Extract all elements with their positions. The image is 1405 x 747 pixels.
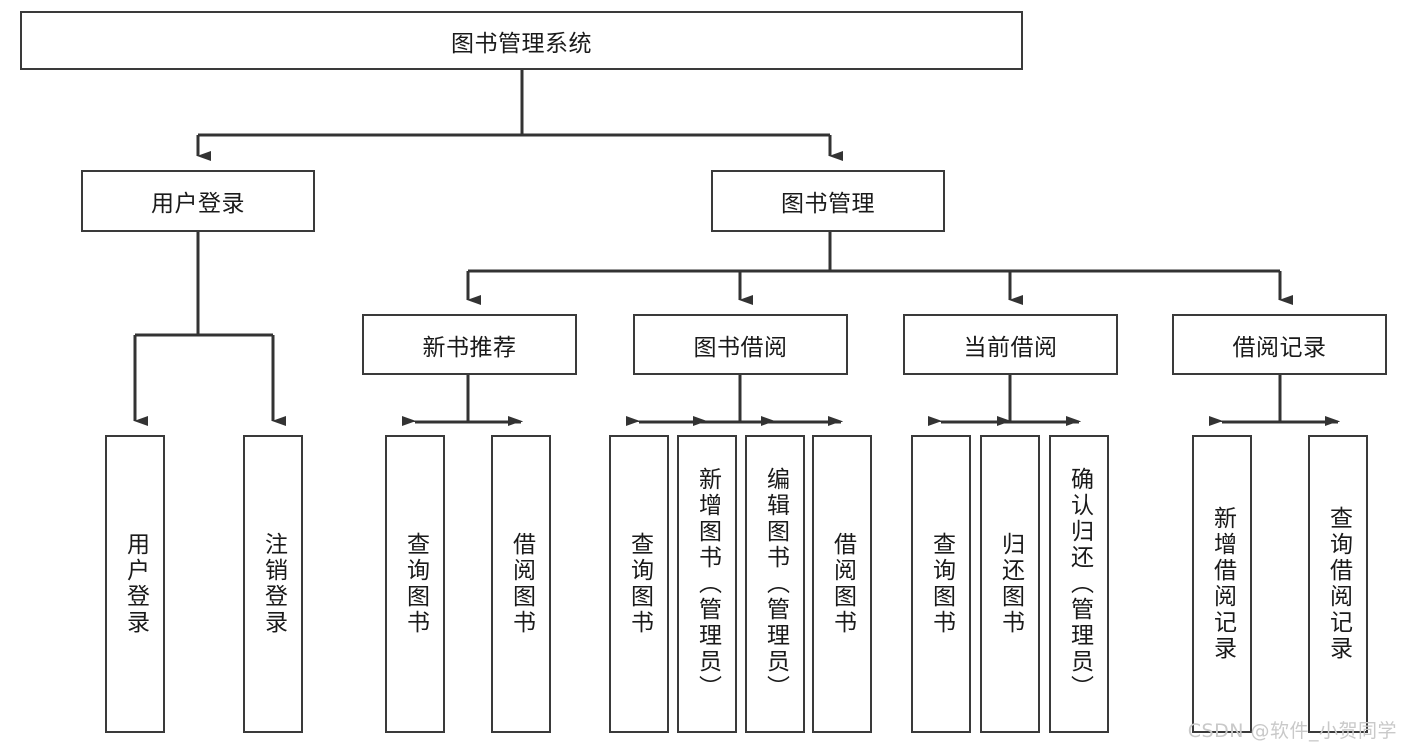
node-book-management[interactable]: 图书管理 (711, 170, 945, 232)
node-leaf-user-login[interactable]: 用户登录 (105, 435, 165, 733)
node-book-management-label: 图书管理 (781, 191, 875, 217)
node-leaf-add-record-label: 新增借阅记录 (1209, 506, 1236, 662)
node-leaf-add-book-label: 新增图书（管理员） (694, 467, 721, 701)
node-book-borrow[interactable]: 图书借阅 (633, 314, 848, 375)
node-leaf-borrow-book-2-label: 借阅图书 (829, 532, 856, 636)
node-leaf-query-book-2-label: 查询图书 (626, 532, 653, 636)
node-leaf-return-book[interactable]: 归还图书 (980, 435, 1040, 733)
node-leaf-borrow-book-2[interactable]: 借阅图书 (812, 435, 872, 733)
node-leaf-query-book-2[interactable]: 查询图书 (609, 435, 669, 733)
node-leaf-confirm-return[interactable]: 确认归还（管理员） (1049, 435, 1109, 733)
node-leaf-query-book-3-label: 查询图书 (928, 532, 955, 636)
node-leaf-logout-login-label: 注销登录 (260, 532, 287, 636)
node-root-label: 图书管理系统 (451, 30, 592, 57)
node-root[interactable]: 图书管理系统 (20, 11, 1023, 70)
node-new-book-recommend-label: 新书推荐 (422, 334, 517, 361)
node-leaf-edit-book-label: 编辑图书（管理员） (762, 467, 789, 701)
node-user-login[interactable]: 用户登录 (81, 170, 315, 232)
node-leaf-add-record[interactable]: 新增借阅记录 (1192, 435, 1252, 733)
node-leaf-query-record[interactable]: 查询借阅记录 (1308, 435, 1368, 733)
node-leaf-user-login-label: 用户登录 (122, 532, 149, 636)
node-leaf-query-book-1[interactable]: 查询图书 (385, 435, 445, 733)
node-current-borrow-label: 当前借阅 (963, 334, 1058, 361)
node-leaf-logout-login[interactable]: 注销登录 (243, 435, 303, 733)
node-leaf-query-record-label: 查询借阅记录 (1325, 506, 1352, 662)
node-leaf-borrow-book-1[interactable]: 借阅图书 (491, 435, 551, 733)
node-leaf-edit-book[interactable]: 编辑图书（管理员） (745, 435, 805, 733)
csdn-watermark: CSDN @软件_小贺同学 (1187, 720, 1397, 742)
node-current-borrow[interactable]: 当前借阅 (903, 314, 1118, 375)
node-leaf-query-book-1-label: 查询图书 (402, 532, 429, 636)
node-leaf-borrow-book-1-label: 借阅图书 (508, 532, 535, 636)
node-leaf-add-book[interactable]: 新增图书（管理员） (677, 435, 737, 733)
node-borrow-record-label: 借阅记录 (1232, 334, 1327, 361)
node-user-login-label: 用户登录 (151, 191, 245, 217)
node-leaf-return-book-label: 归还图书 (997, 532, 1024, 636)
node-leaf-confirm-return-label: 确认归还（管理员） (1066, 467, 1093, 701)
node-book-borrow-label: 图书借阅 (693, 334, 788, 361)
node-leaf-query-book-3[interactable]: 查询图书 (911, 435, 971, 733)
node-borrow-record[interactable]: 借阅记录 (1172, 314, 1387, 375)
node-new-book-recommend[interactable]: 新书推荐 (362, 314, 577, 375)
